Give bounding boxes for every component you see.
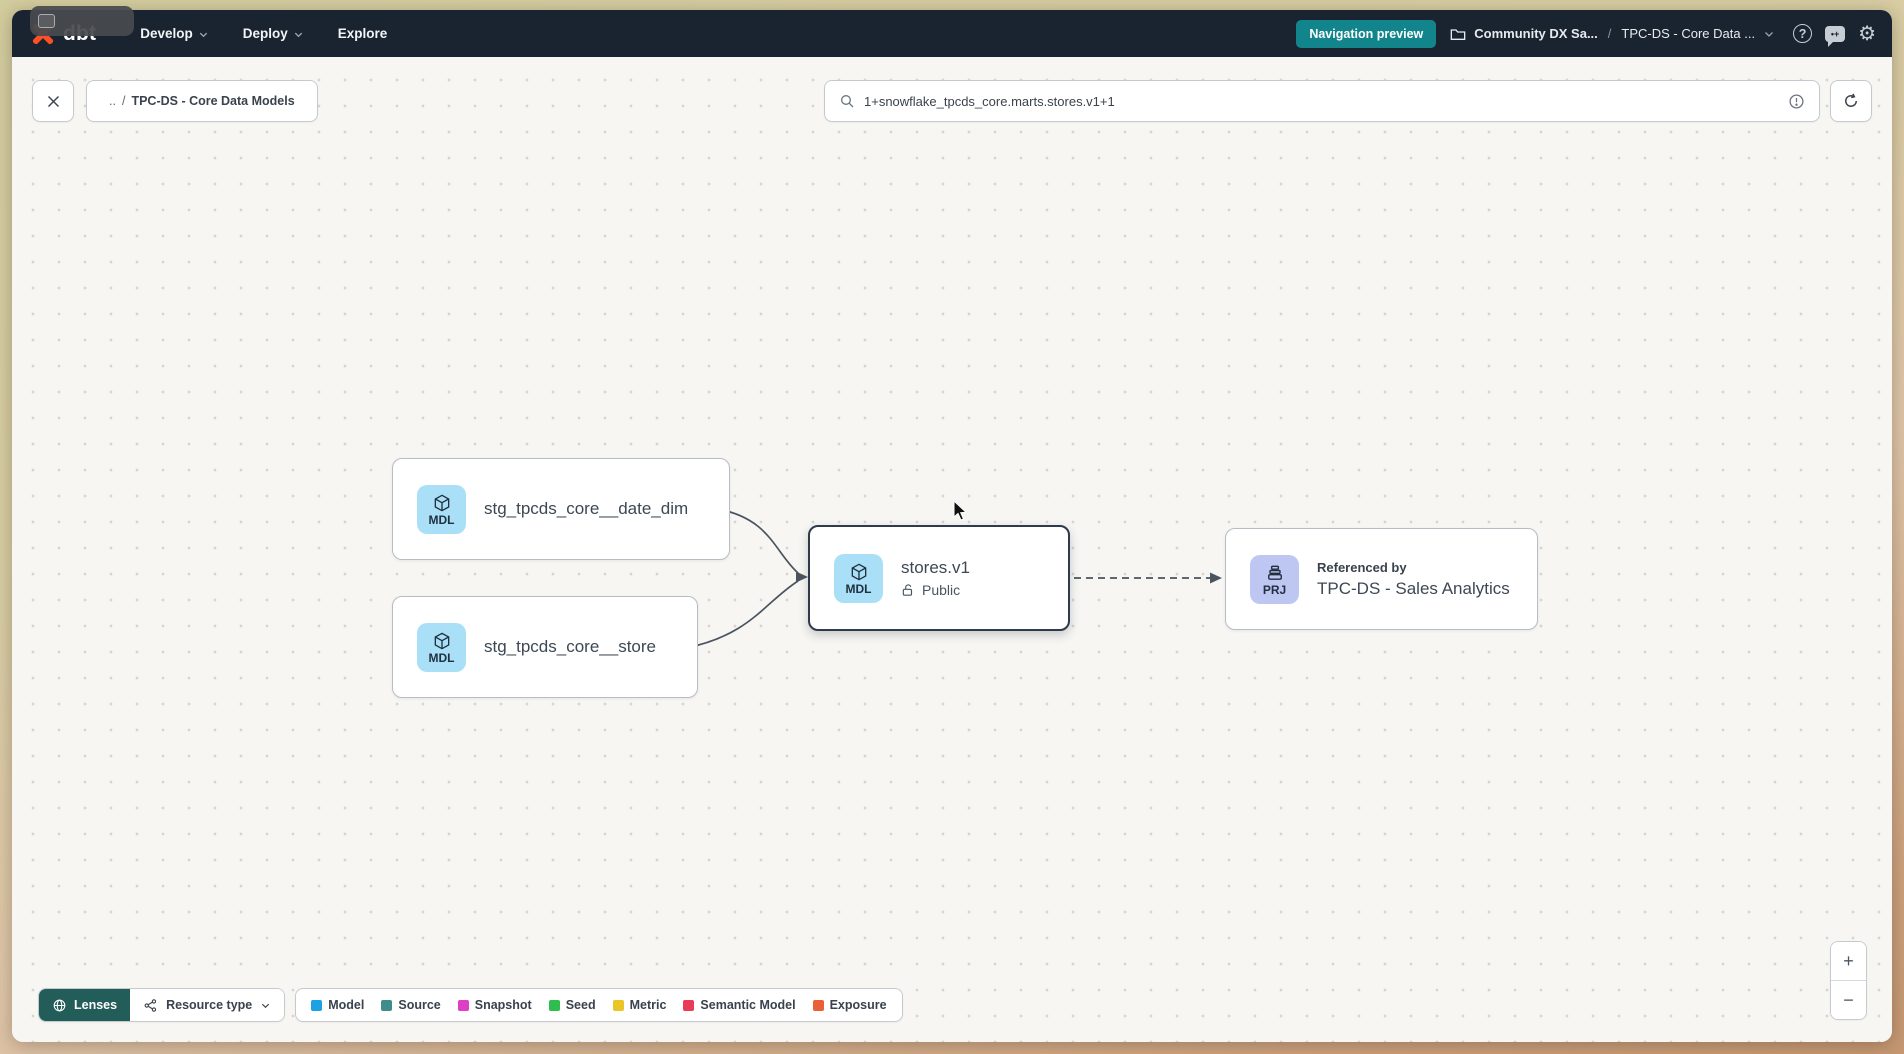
zoom-in-button[interactable]: + (1831, 942, 1866, 980)
badge-label: MDL (845, 581, 872, 596)
canvas-footer: Lenses Resource type Model Source (38, 988, 903, 1022)
legend-swatch (612, 999, 624, 1011)
graph-icon (144, 998, 157, 1012)
nav-item-develop-label: Develop (140, 26, 193, 41)
close-button[interactable] (32, 80, 74, 122)
badge-label: MDL (428, 650, 455, 665)
model-badge: MDL (417, 622, 466, 672)
settings-icon[interactable]: ⚙ (1858, 22, 1876, 45)
chip-label: TPC-DS - Core Data Models (131, 94, 295, 108)
legend-label: Model (328, 998, 365, 1012)
node-label: stg_tpcds_core__date_dim (484, 499, 689, 518)
resource-legend: Model Source Snapshot Seed Metric (295, 988, 903, 1022)
legend-item-semantic-model: Semantic Model (683, 998, 796, 1012)
legend-item-source: Source (381, 998, 441, 1012)
legend-label: Semantic Model (700, 998, 796, 1012)
zoom-divider (1831, 980, 1866, 981)
info-icon[interactable] (1788, 93, 1805, 110)
cube-icon (434, 494, 449, 511)
legend-swatch (457, 999, 469, 1011)
nav-item-develop[interactable]: Develop (126, 18, 223, 49)
legend-item-seed: Seed (548, 998, 596, 1012)
lens-controls: Lenses Resource type (38, 988, 286, 1022)
lineage-breadcrumb-chip[interactable]: .. / TPC-DS - Core Data Models (86, 80, 318, 122)
model-badge: MDL (417, 484, 466, 534)
legend-swatch (812, 999, 824, 1011)
chip-separator: / (121, 94, 126, 108)
graph-toolbar: .. / TPC-DS - Core Data Models (32, 80, 1872, 122)
navigation-preview-badge[interactable]: Navigation preview (1296, 19, 1437, 48)
unlock-icon (902, 583, 913, 596)
resource-type-dropdown[interactable]: Resource type (130, 989, 285, 1021)
breadcrumb-environment[interactable]: TPC-DS - Core Data ... (1621, 26, 1756, 41)
legend-swatch (548, 999, 560, 1011)
node-stg-tpcds-core-store[interactable]: MDL stg_tpcds_core__store (392, 596, 698, 698)
refresh-icon (1845, 93, 1857, 107)
zoom-out-button[interactable]: − (1831, 981, 1866, 1019)
search-icon (841, 95, 854, 108)
legend-item-exposure: Exposure (812, 998, 887, 1012)
nav-item-deploy[interactable]: Deploy (229, 18, 318, 49)
close-icon (47, 95, 59, 107)
app-window: dbt Develop Deploy Explore Navigation pr… (12, 10, 1892, 1042)
stack-icon (1267, 565, 1282, 580)
node-label: TPC-DS - Sales Analytics (1317, 578, 1510, 598)
node-label: stg_tpcds_core__store (484, 637, 656, 656)
chevron-down-icon (294, 32, 302, 37)
breadcrumb-up-link[interactable]: .. (109, 94, 116, 108)
breadcrumb-separator: / (1607, 26, 1612, 41)
legend-swatch (381, 999, 393, 1011)
lens-sphere-icon (53, 999, 66, 1011)
node-stores-v1[interactable]: MDL stores.v1 Public (808, 525, 1070, 631)
cube-icon (851, 563, 866, 580)
feedback-icon[interactable]: •+ (1825, 25, 1846, 47)
chevron-down-icon (262, 1003, 270, 1008)
cube-icon (434, 632, 449, 649)
resource-type-label: Resource type (166, 998, 253, 1012)
legend-label: Metric (629, 998, 667, 1012)
nav-item-deploy-label: Deploy (242, 26, 288, 41)
legend-swatch (311, 999, 323, 1011)
badge-label: PRJ (1262, 582, 1287, 597)
breadcrumb: Community DX Sa... / TPC-DS - Core Data … (1450, 26, 1775, 41)
nav-item-explore-label: Explore (337, 26, 388, 41)
node-label: stores.v1 (901, 558, 970, 577)
chevron-down-icon (199, 32, 207, 37)
mouse-cursor (953, 500, 968, 521)
node-referenced-by-sales-analytics[interactable]: PRJ Referenced by TPC-DS - Sales Analyti… (1225, 528, 1538, 630)
lineage-canvas[interactable]: .. / TPC-DS - Core Data Models MDL stg_t… (12, 57, 1892, 1042)
screen-widget-icon (38, 14, 55, 28)
legend-swatch (683, 999, 695, 1011)
screen-widget[interactable] (30, 6, 134, 36)
folder-icon (1450, 28, 1466, 40)
node-stg-tpcds-core-date-dim[interactable]: MDL stg_tpcds_core__date_dim (392, 458, 730, 560)
chevron-down-icon[interactable] (1763, 28, 1775, 40)
nav-item-explore[interactable]: Explore (324, 18, 402, 49)
legend-item-model: Model (311, 998, 364, 1012)
legend-label: Source (398, 998, 441, 1012)
model-badge: MDL (834, 553, 883, 603)
breadcrumb-project[interactable]: Community DX Sa... (1474, 26, 1598, 41)
access-label: Public (922, 582, 961, 598)
project-badge: PRJ (1250, 554, 1299, 604)
legend-label: Exposure (829, 998, 887, 1012)
lineage-selector-input[interactable] (864, 93, 1779, 109)
refresh-button[interactable] (1830, 80, 1872, 122)
lenses-button[interactable]: Lenses (39, 989, 131, 1021)
lenses-label: Lenses (74, 998, 118, 1012)
legend-label: Seed (565, 998, 596, 1012)
access-row: Public (901, 582, 970, 598)
lineage-selector-box[interactable] (824, 80, 1820, 122)
legend-item-metric: Metric (612, 998, 667, 1012)
node-kicker: Referenced by (1317, 559, 1407, 575)
legend-label: Snapshot (474, 998, 532, 1012)
zoom-controls: + − (1830, 941, 1867, 1020)
legend-item-snapshot: Snapshot (457, 998, 532, 1012)
help-icon[interactable]: ? (1793, 24, 1813, 43)
badge-label: MDL (428, 512, 455, 527)
top-nav: dbt Develop Deploy Explore Navigation pr… (12, 10, 1892, 57)
